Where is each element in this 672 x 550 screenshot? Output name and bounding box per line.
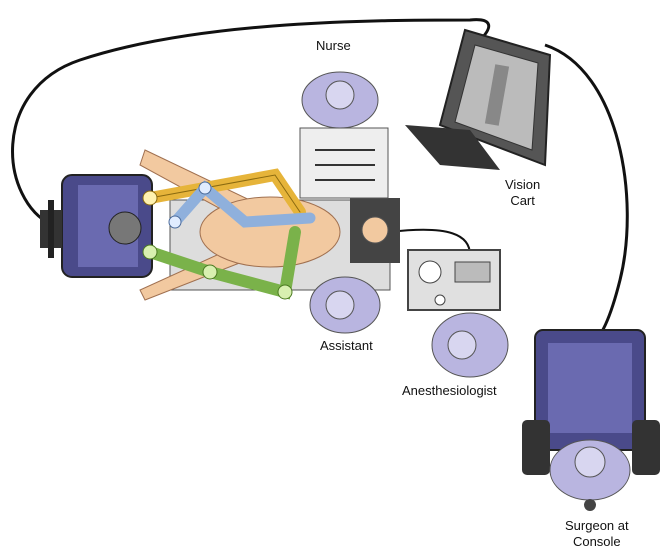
robot-arms <box>142 168 316 300</box>
patient-side-cart <box>40 174 153 278</box>
anesthesiologist-figure <box>431 312 509 378</box>
cable-vision-cart-to-console <box>544 43 629 347</box>
label-surgeon-at-console: Surgeon at Console <box>565 518 629 550</box>
cable-robot-to-vision-cart <box>11 18 491 227</box>
nurse-figure <box>299 71 389 199</box>
label-vision-cart: Vision Cart <box>505 177 540 209</box>
label-surgeon-line1: Surgeon at <box>565 518 629 533</box>
vision-cart <box>405 28 552 170</box>
assistant-figure <box>309 276 381 334</box>
anesthesia-machine <box>407 249 501 311</box>
label-vision-cart-line2: Cart <box>510 193 535 208</box>
label-assistant: Assistant <box>320 338 373 353</box>
surgeon-console <box>522 329 660 511</box>
label-nurse: Nurse <box>316 38 351 53</box>
label-surgeon-line2: Console <box>572 534 621 549</box>
label-vision-cart-line1: Vision <box>505 177 541 192</box>
label-anesthesiologist: Anesthesiologist <box>402 383 497 398</box>
